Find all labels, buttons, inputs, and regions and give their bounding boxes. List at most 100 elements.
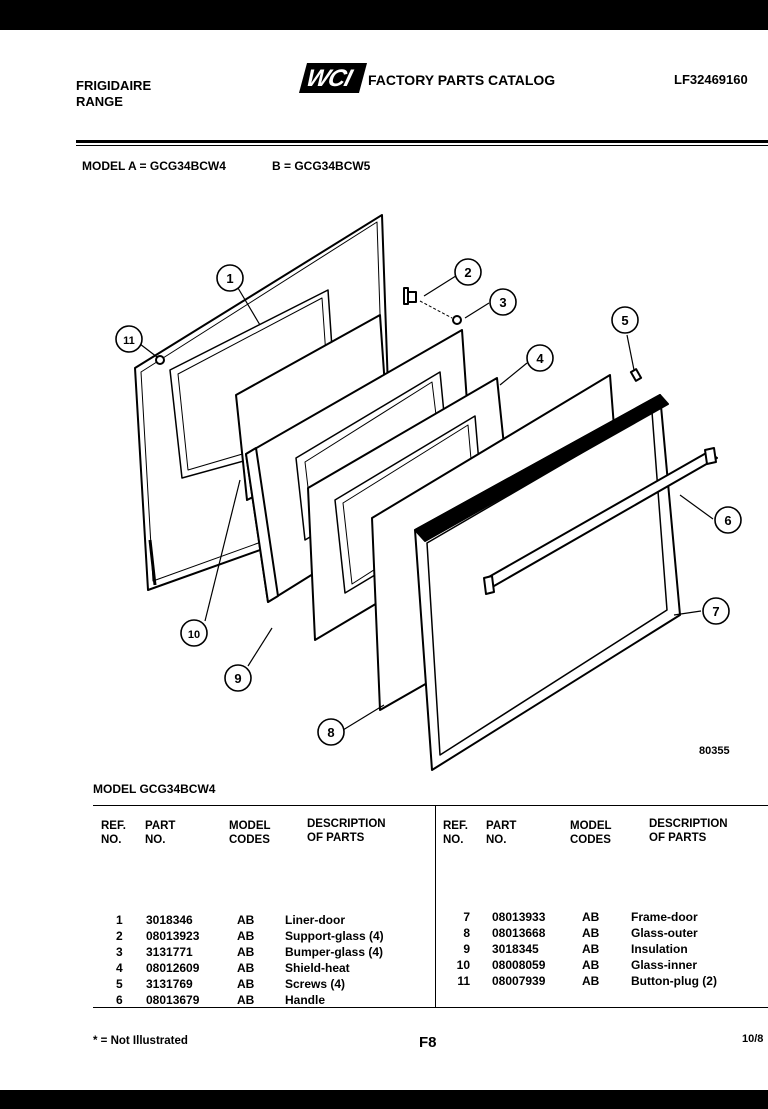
catalog-title: FACTORY PARTS CATALOG — [368, 72, 556, 88]
screw-part — [629, 368, 643, 382]
table-cell: Glass-inner — [631, 958, 698, 972]
callout-label-5: 5 — [621, 313, 628, 328]
callout-6 — [714, 506, 742, 534]
table-cell: 4 — [116, 961, 123, 975]
left-part-column: 3018346 08013923 3131771 08012609 3131769 080… — [146, 880, 199, 1040]
table-divider — [435, 805, 436, 1008]
header-ref-left: REF.NO. — [101, 820, 126, 846]
left-codes-column: AB AB AB AB AB AB — [237, 880, 254, 1040]
table-cell: Glass-outer — [631, 926, 698, 940]
header-rule-top — [76, 140, 768, 143]
table-cell: 7 — [463, 910, 470, 924]
callout-10 — [180, 619, 208, 647]
table-top-rule — [93, 805, 768, 806]
callout-9 — [224, 664, 252, 692]
table-cell: Liner-door — [285, 913, 345, 927]
callout-label-6: 6 — [724, 513, 731, 528]
brand-name: FRIGIDAIRE — [76, 78, 152, 93]
table-cell: AB — [237, 929, 255, 943]
footer-date: 10/8 — [742, 1033, 764, 1045]
catalog-page: FRIGIDAIRE RANGE WCI FACTORY PARTS CATAL… — [0, 30, 768, 1090]
table-cell: 2 — [116, 929, 123, 943]
table-cell: 11 — [457, 974, 470, 988]
table-cell: 6 — [116, 993, 123, 1007]
table-cell: 3018346 — [146, 913, 193, 927]
model-a-label: MODEL A = GCG34BCW4 — [82, 159, 226, 173]
table-cell: 3131769 — [146, 977, 193, 991]
support-glass-part — [403, 287, 417, 305]
callout-label-8: 8 — [327, 725, 334, 740]
table-cell: 08013679 — [146, 993, 200, 1007]
callout-label-10: 10 — [188, 629, 200, 641]
callout-label-7: 7 — [712, 604, 719, 619]
table-cell: AB — [237, 977, 255, 991]
table-cell: 3018345 — [492, 942, 539, 956]
table-cell: Support-glass (4) — [285, 929, 384, 943]
header-ref-right: REF.NO. — [443, 820, 468, 846]
table-cell: Handle — [285, 993, 326, 1007]
table-cell: Bumper-glass (4) — [285, 945, 384, 959]
table-cell: 08012609 — [146, 961, 200, 975]
table-cell: AB — [582, 942, 600, 956]
table-cell: Button-plug (2) — [631, 974, 717, 988]
callout-label-1: 1 — [226, 271, 233, 286]
callout-7 — [702, 597, 730, 625]
model-b-label: B = GCG34BCW5 — [272, 159, 371, 173]
callout-label-2: 2 — [464, 265, 471, 280]
table-cell: AB — [237, 945, 255, 959]
table-cell: 08007939 — [492, 974, 546, 988]
table-cell: 08008059 — [492, 958, 546, 972]
catalog-number: LF32469160 — [674, 72, 748, 87]
table-cell: 3131771 — [146, 945, 193, 959]
right-codes-column: AB AB AB AB AB — [582, 877, 599, 1021]
table-cell: Screws (4) — [285, 977, 346, 991]
table-cell: 10 — [456, 958, 470, 972]
table-model-title: MODEL GCG34BCW4 — [93, 782, 216, 796]
table-cell: AB — [582, 958, 600, 972]
table-cell: 5 — [116, 977, 123, 991]
callout-label-9: 9 — [234, 671, 241, 686]
handle-part — [483, 447, 718, 595]
exploded-diagram: 1 2 3 4 5 6 7 8 9 10 11 — [115, 214, 742, 771]
callout-label-4: 4 — [536, 351, 544, 366]
right-ref-column: 7 8 9 10 11 — [452, 877, 470, 1021]
callout-4 — [526, 344, 554, 372]
product-type: RANGE — [76, 94, 123, 109]
table-cell: AB — [237, 993, 255, 1007]
table-cell: AB — [582, 910, 600, 924]
table-cell: Frame-door — [631, 910, 698, 924]
table-cell: AB — [237, 913, 255, 927]
table-cell: AB — [237, 961, 255, 975]
table-cell: Insulation — [631, 942, 688, 956]
callout-3 — [489, 288, 517, 316]
table-cell: Shield-heat — [285, 961, 350, 975]
not-illustrated-note: * = Not Illustrated — [93, 1035, 188, 1047]
callout-label-3: 3 — [499, 295, 506, 310]
table-cell: 08013923 — [146, 929, 200, 943]
callout-5 — [611, 306, 639, 334]
header-rule-bottom — [76, 145, 768, 146]
table-cell: 8 — [463, 926, 470, 940]
table-cell: AB — [582, 926, 600, 940]
bumper-glass-part — [419, 300, 462, 325]
callout-2 — [454, 258, 482, 286]
callout-8 — [317, 718, 345, 746]
callout-1 — [216, 264, 244, 292]
table-cell: 9 — [463, 942, 470, 956]
page-number: F8 — [419, 1034, 437, 1051]
table-cell: AB — [582, 974, 600, 988]
button-plug-part — [155, 355, 165, 365]
figure-code: 80355 — [699, 745, 730, 757]
table-bottom-rule — [93, 1007, 768, 1008]
table-cell: 1 — [116, 913, 123, 927]
